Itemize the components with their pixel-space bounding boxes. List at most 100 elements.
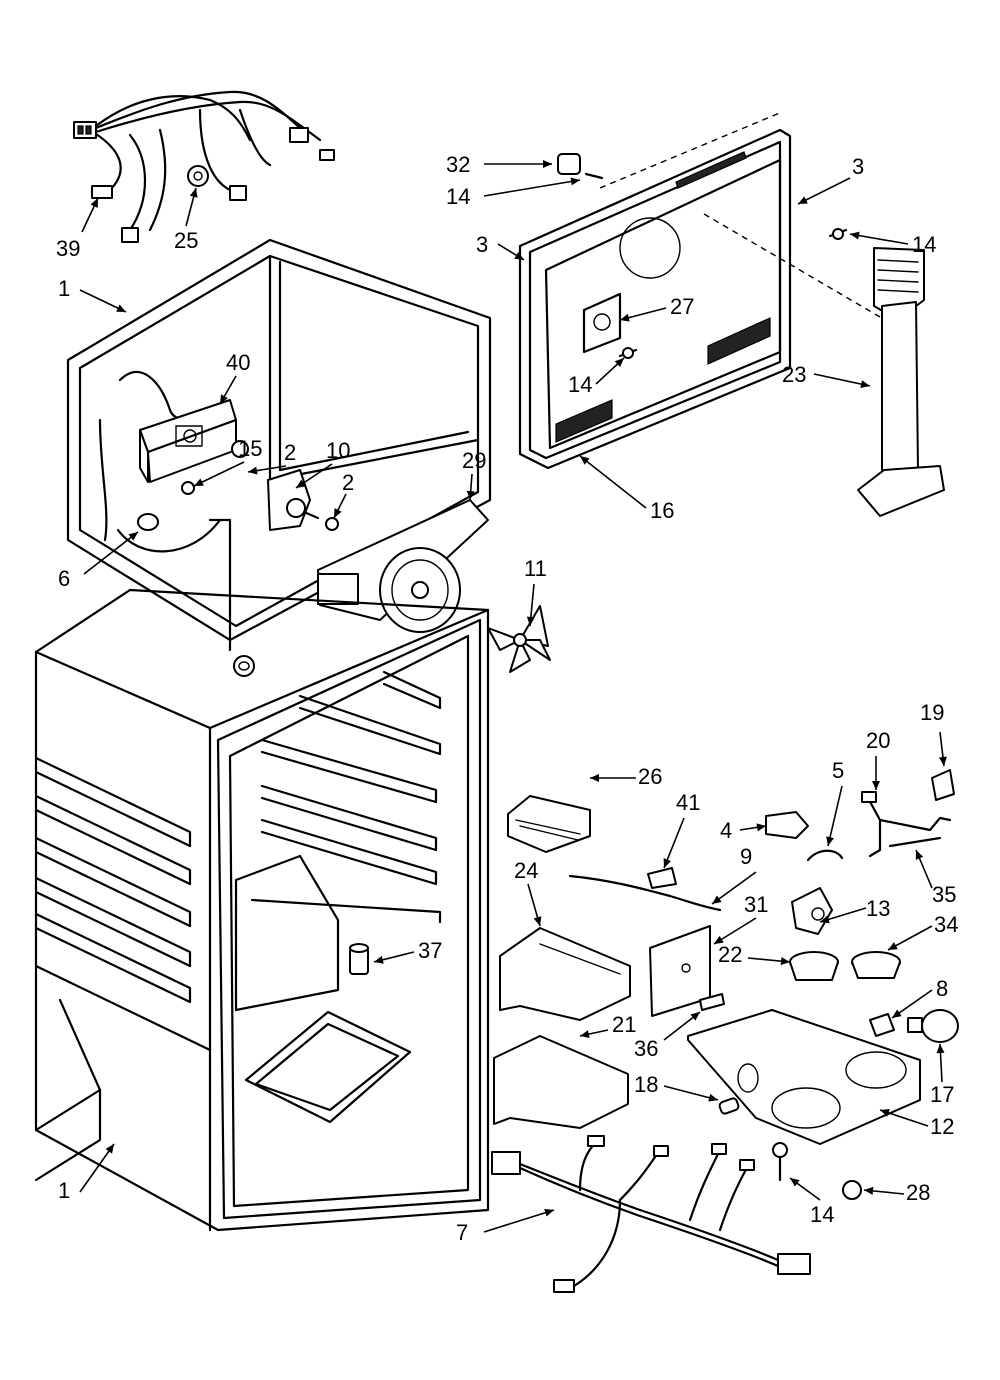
callout-14-top: 14 — [446, 184, 470, 209]
callout-12: 12 — [930, 1114, 954, 1139]
callout-31: 31 — [744, 892, 768, 917]
arrowhead-26 — [590, 774, 599, 782]
callout-14-mid: 14 — [568, 372, 592, 397]
callout-2-lower: 2 — [342, 470, 354, 495]
leader-6 — [83, 531, 139, 575]
arrowhead-6 — [128, 532, 138, 541]
arrowhead-37 — [374, 955, 384, 964]
callout-22: 22 — [718, 942, 742, 967]
arrowhead-24 — [533, 916, 542, 926]
callout-16: 16 — [650, 498, 674, 523]
arrowhead-36 — [690, 1012, 700, 1021]
arrowhead-15 — [194, 478, 204, 486]
arrowhead-14-right — [850, 231, 860, 240]
arrowhead-1-bottom — [105, 1144, 114, 1154]
callout-10: 10 — [326, 438, 350, 463]
callout-23: 23 — [782, 362, 806, 387]
rear-panel-hardware — [557, 153, 848, 359]
callout-29: 29 — [462, 448, 486, 473]
callout-2-upper: 2 — [284, 440, 296, 465]
grommet — [137, 513, 159, 531]
arrowhead-18 — [708, 1093, 718, 1102]
screw-bottom — [772, 1142, 788, 1182]
callout-32: 32 — [446, 152, 470, 177]
callout-25: 25 — [174, 228, 198, 253]
arrowhead-29 — [466, 490, 475, 500]
nut-28 — [842, 1180, 862, 1200]
sensor-wire — [568, 867, 722, 912]
clip-19 — [931, 769, 955, 801]
arrowhead-11 — [526, 616, 535, 626]
callout-35: 35 — [932, 882, 956, 907]
callout-39: 39 — [56, 236, 80, 261]
deflector-21 — [493, 1035, 629, 1129]
pin-18 — [718, 1097, 740, 1115]
callout-26: 26 — [638, 764, 662, 789]
bracket-35 — [861, 791, 952, 858]
clip-5 — [806, 849, 844, 862]
callout-20: 20 — [866, 728, 890, 753]
arrowhead-19 — [938, 756, 947, 766]
arrowhead-21 — [580, 1030, 590, 1039]
callout-5: 5 — [832, 758, 844, 783]
arrowhead-20 — [872, 781, 880, 790]
control-housing — [139, 399, 237, 483]
light-shield-34 — [851, 951, 901, 979]
callout-24: 24 — [514, 858, 538, 883]
label-36 — [699, 993, 725, 1011]
arrowhead-4 — [756, 823, 766, 832]
callout-3-left: 3 — [476, 232, 488, 257]
arrowhead-40 — [220, 394, 228, 404]
callout-1-top: 1 — [58, 276, 70, 301]
callout-28: 28 — [906, 1180, 930, 1205]
callout-11: 11 — [524, 556, 547, 581]
arrowhead-12 — [880, 1109, 890, 1117]
leader-1-bottom — [79, 1143, 115, 1193]
arrowhead-27 — [620, 313, 630, 322]
light-socket-housing — [687, 1009, 921, 1145]
callout-21: 21 — [612, 1012, 636, 1037]
light-bulb — [907, 1009, 959, 1043]
callout-13: 13 — [866, 896, 890, 921]
arrowhead-32 — [543, 160, 552, 168]
arrowhead-39 — [90, 198, 98, 208]
callout-14-bottom: 14 — [810, 1202, 834, 1227]
air-duct — [857, 247, 945, 517]
light-shield-22 — [789, 951, 839, 981]
arrowhead-25 — [189, 188, 198, 198]
callout-6: 6 — [58, 566, 70, 591]
callout-41: 41 — [676, 790, 700, 815]
leader-16 — [579, 455, 647, 509]
arrowhead-14-mid — [614, 358, 624, 368]
arrowhead-2-lower — [334, 508, 342, 518]
arrowhead-8 — [892, 1009, 902, 1018]
leader-lines — [79, 160, 947, 1233]
callout-7: 7 — [456, 1220, 468, 1245]
arrowhead-3-left — [514, 251, 524, 260]
arrowhead-14-bottom — [790, 1178, 800, 1187]
arrowhead-13 — [820, 915, 830, 924]
freezer-liner — [66, 238, 492, 652]
arrowhead-41 — [663, 858, 672, 868]
callout-40: 40 — [226, 350, 250, 375]
light-housing — [507, 795, 591, 853]
leader-3-right — [797, 177, 851, 205]
arrowhead-9 — [712, 895, 722, 904]
arrowhead-1-top — [116, 304, 126, 312]
callout-27: 27 — [670, 294, 694, 319]
leader-14-right — [849, 233, 909, 245]
socket-8 — [869, 1013, 895, 1037]
arrowhead-3-right — [798, 196, 808, 204]
callout-36: 36 — [634, 1036, 658, 1061]
deflector-24 — [499, 927, 631, 1021]
fan-shroud — [317, 499, 489, 633]
callout-8: 8 — [936, 976, 948, 1001]
arrowhead-31 — [714, 935, 724, 944]
callout-19: 19 — [920, 700, 944, 725]
callout-labels: 39 25 1 40 15 2 10 2 29 6 11 32 14 3 3 1… — [56, 152, 958, 1245]
arrowhead-22 — [780, 957, 790, 966]
callout-9: 9 — [740, 844, 752, 869]
arrowhead-14-top — [570, 177, 580, 186]
